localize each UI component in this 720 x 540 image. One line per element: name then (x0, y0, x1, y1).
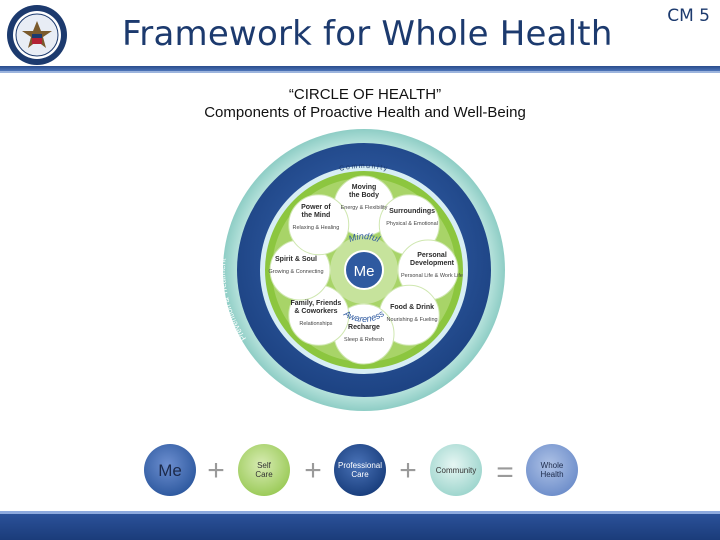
header-divider-highlight (0, 71, 720, 73)
eq-plus-3: + (399, 454, 417, 487)
footer-divider-highlight (0, 511, 720, 514)
va-seal-logo (7, 5, 67, 65)
subtitle-line-2: Components of Proactive Health and Well-… (204, 104, 526, 121)
awareness-label: Awareness (341, 308, 386, 324)
eq-self-care-circle (238, 444, 290, 496)
center-me-circle (344, 250, 384, 290)
center-me-label: Me (354, 263, 375, 280)
eq-whole-health-circle (526, 444, 578, 496)
subtitle-line-1: “CIRCLE OF HEALTH” (288, 86, 442, 103)
header-divider (0, 66, 720, 71)
community-ring-label: Community (339, 163, 390, 173)
eq-me-label: Me (158, 461, 182, 480)
eq-community-circle (430, 444, 482, 496)
eq-me-circle (144, 444, 196, 496)
eq-plus-2: + (304, 454, 322, 487)
page-title: Framework for Whole Health (122, 14, 613, 54)
eq-community-label: Community (436, 466, 476, 475)
eq-equals: = (496, 456, 514, 489)
slide-code: CM 5 (667, 6, 710, 26)
footer-bar (0, 514, 720, 540)
eq-professional-care-circle (334, 444, 386, 496)
eq-plus-1: + (207, 454, 225, 487)
petal-8-circle (288, 194, 350, 256)
